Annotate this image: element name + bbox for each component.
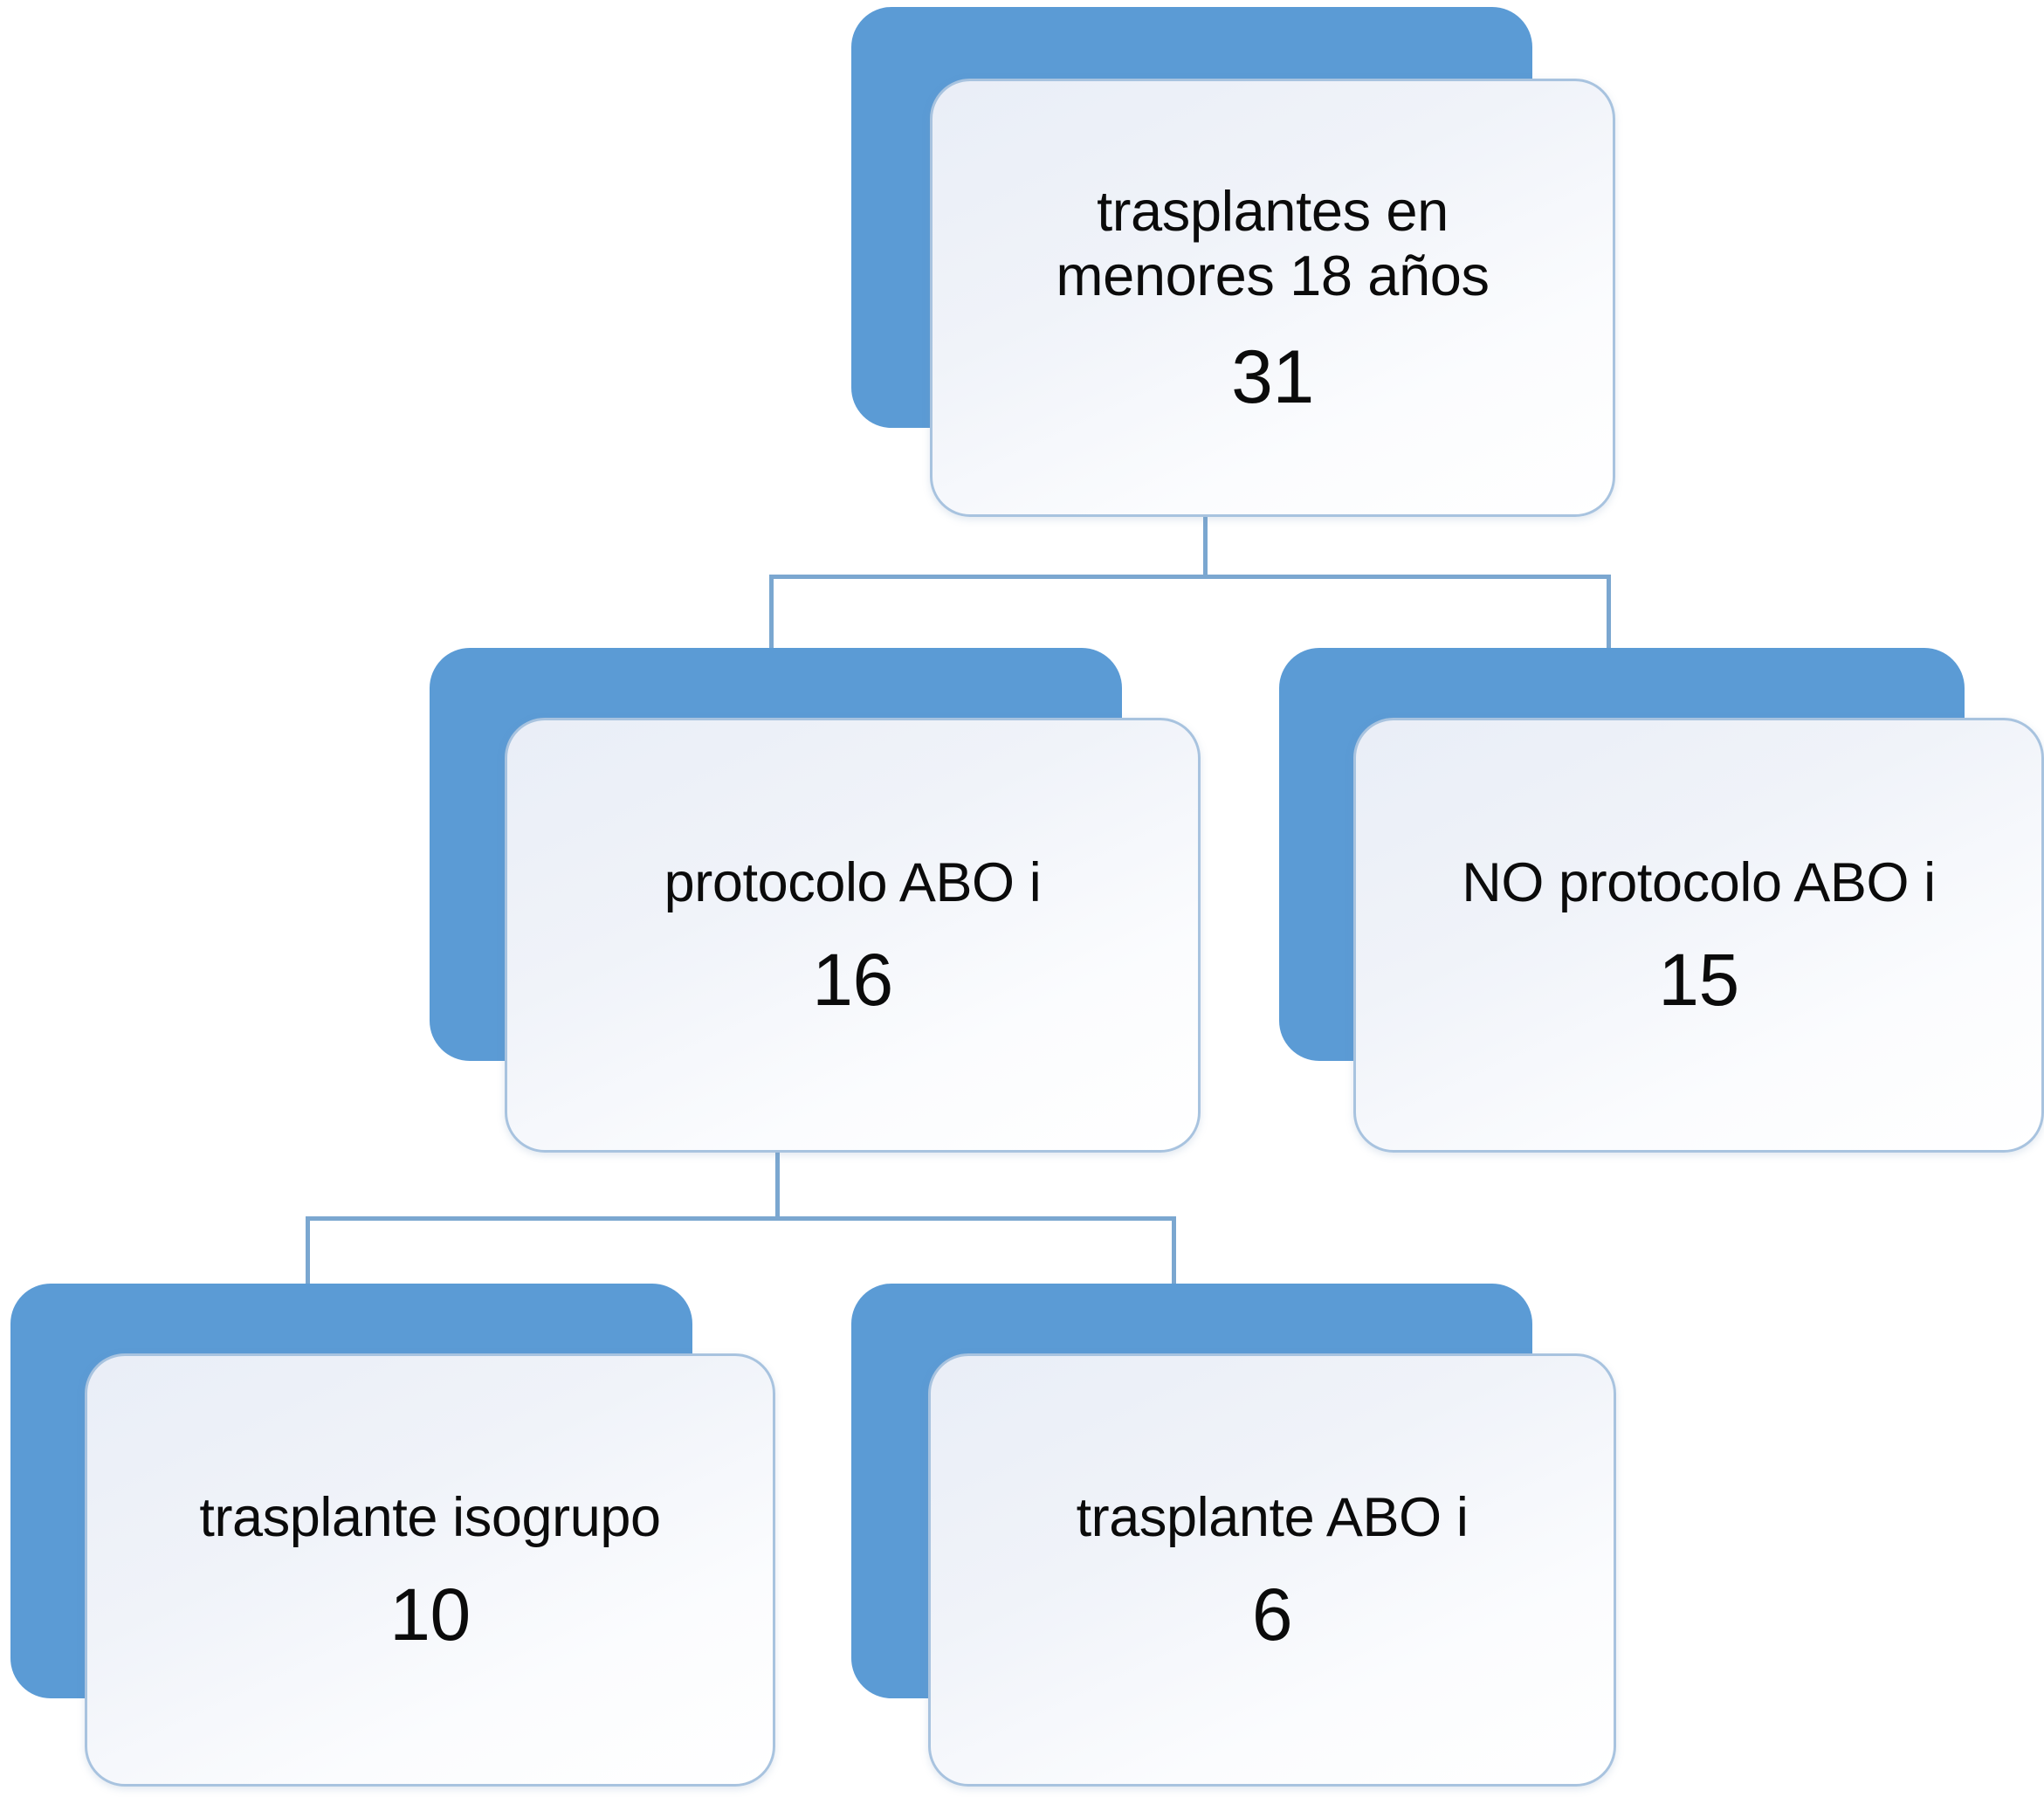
node-card[interactable]: trasplantes en menores 18 años 31 — [930, 79, 1615, 517]
connector-protocolo-to-abo — [1172, 1216, 1176, 1290]
node-value: 31 — [1231, 334, 1314, 419]
connector-root-stem — [1203, 515, 1208, 578]
node-trasplante-abo-i[interactable]: trasplante ABO i 6 — [851, 1284, 1616, 1788]
node-label: protocolo ABO i — [664, 852, 1042, 913]
node-label: trasplante ABO i — [1076, 1487, 1469, 1548]
connector-root-to-noprotocolo — [1607, 575, 1611, 653]
node-card[interactable]: trasplante ABO i 6 — [928, 1353, 1616, 1787]
node-value: 15 — [1658, 938, 1739, 1021]
connector-protocolo-bar — [306, 1216, 1176, 1221]
node-value: 16 — [812, 938, 893, 1021]
node-card[interactable]: trasplante isogrupo 10 — [85, 1353, 775, 1787]
node-no-protocolo-abo-i[interactable]: NO protocolo ABO i 15 — [1279, 648, 2044, 1154]
node-label: trasplante isogrupo — [199, 1487, 661, 1548]
node-trasplantes-menores-18[interactable]: trasplantes en menores 18 años 31 — [851, 7, 1620, 522]
node-card[interactable]: protocolo ABO i 16 — [505, 718, 1201, 1153]
node-value: 10 — [389, 1573, 471, 1656]
node-card[interactable]: NO protocolo ABO i 15 — [1353, 718, 2044, 1153]
connector-root-bar — [769, 575, 1611, 579]
node-protocolo-abo-i[interactable]: protocolo ABO i 16 — [430, 648, 1207, 1154]
connector-root-to-protocolo — [769, 575, 774, 653]
node-label: trasplantes en menores 18 años — [1056, 178, 1490, 307]
node-value: 6 — [1251, 1573, 1293, 1656]
node-trasplante-isogrupo[interactable]: trasplante isogrupo 10 — [10, 1284, 775, 1788]
node-label: NO protocolo ABO i — [1462, 852, 1936, 913]
connector-protocolo-to-isogrupo — [306, 1216, 310, 1290]
connector-protocolo-stem — [775, 1151, 780, 1220]
